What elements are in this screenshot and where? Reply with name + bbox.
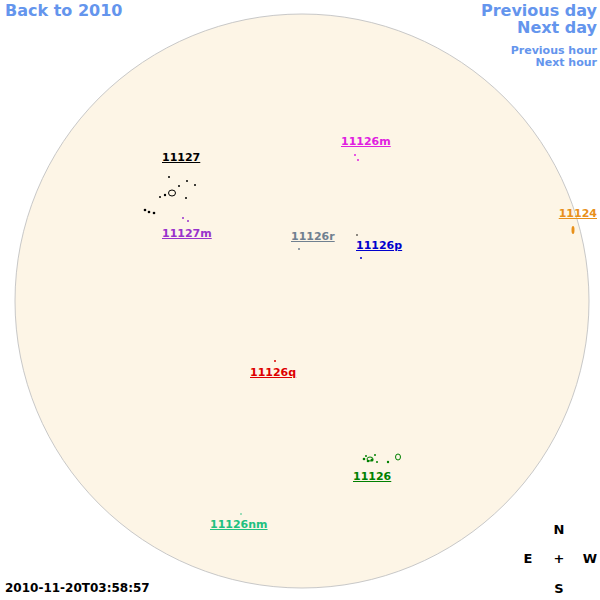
sunspots-11126nm [240, 513, 242, 515]
region-label: 11124 [559, 208, 597, 221]
timestamp: 2010-11-20T03:58:57 [5, 582, 150, 596]
region-label: 11127m [162, 228, 212, 241]
nav-link: Next hour [536, 57, 598, 70]
nav-link: Back to 2010 [5, 2, 122, 20]
sunspots-11126p [360, 257, 362, 259]
compass-label: E [524, 552, 533, 567]
compass-label: W [583, 552, 597, 567]
sunspots-11127 [144, 176, 196, 214]
compass-label: N [554, 523, 565, 538]
sunspots-11127m [182, 217, 189, 222]
sunspot-contour [169, 190, 176, 196]
region-label: 11126nm [210, 519, 268, 532]
compass-label: + [554, 552, 565, 567]
region-label: 11126r [291, 231, 335, 244]
compass-label: S [554, 582, 563, 597]
nav-link: Next day [517, 19, 597, 37]
sunspots-11126p [356, 234, 358, 236]
sunspots-11126q [274, 360, 276, 362]
sunspots-11126r [298, 248, 300, 250]
sunspots-11126m [354, 154, 359, 161]
sunspot-contour [367, 457, 373, 461]
sunspot-11124 [572, 226, 575, 234]
region-label: 11126q [250, 367, 296, 380]
nav-link: Previous hour [511, 45, 597, 58]
nav-link: Previous day [481, 2, 597, 20]
region-label: 11126m [341, 136, 391, 149]
region-label: 11126p [356, 240, 402, 253]
sunspots-11126 [363, 454, 389, 463]
region-label: 11126 [353, 471, 391, 484]
sunspot-contour [396, 454, 401, 460]
region-label: 11127 [162, 152, 200, 165]
solar-disk [15, 14, 589, 588]
